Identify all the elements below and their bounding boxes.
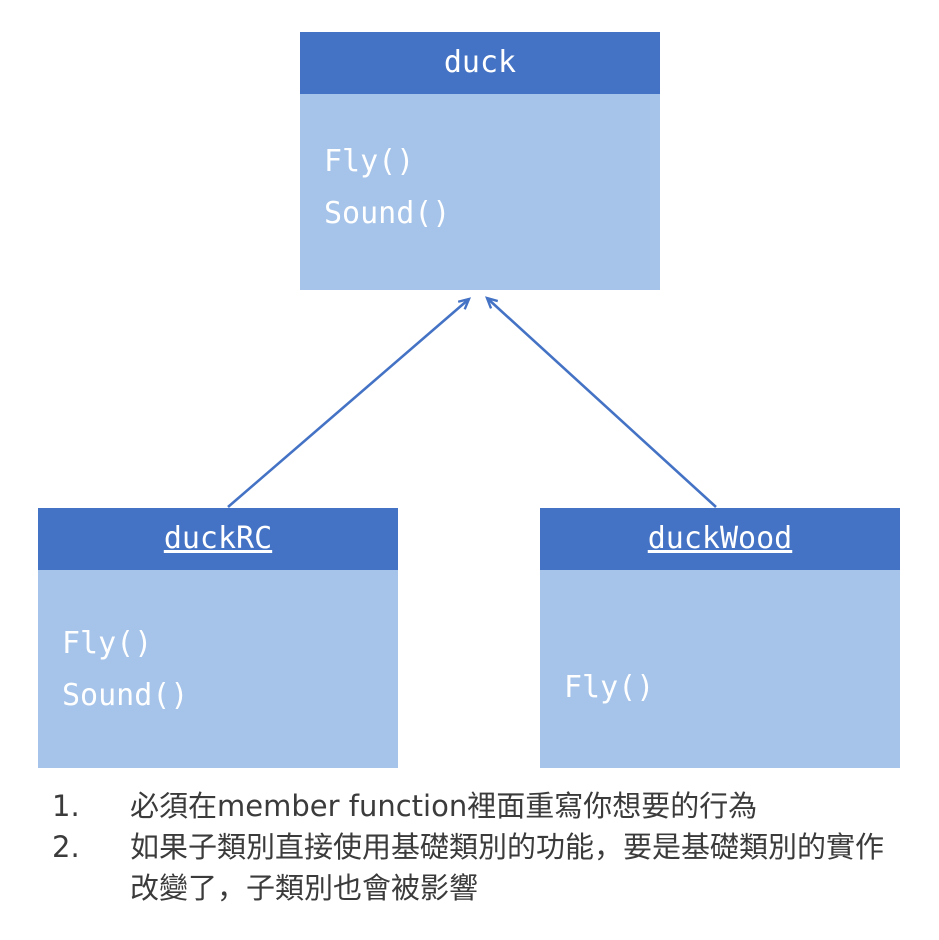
class-body-duck: Fly() Sound() (300, 94, 660, 290)
class-header-duckrc: duckRC (38, 508, 398, 570)
notes-list: 1. 必須在member function裡面重寫你想要的行為 2. 如果子類別… (52, 786, 892, 909)
note-number: 1. (52, 789, 80, 823)
class-box-duckrc: duckRC Fly() Sound() (38, 508, 398, 768)
class-name-duck: duck (443, 45, 517, 80)
class-body-duckwood: Fly() (540, 570, 900, 768)
class-name-duckwood: duckWood (647, 521, 793, 556)
inheritance-arrow-duckrc (227, 299, 469, 508)
class-box-duckwood: duckWood Fly() (540, 508, 900, 768)
note-number: 2. (52, 830, 80, 864)
class-header-duck: duck (300, 32, 660, 94)
class-member: Sound() (62, 678, 189, 713)
class-member: Fly() (62, 626, 153, 661)
class-header-duckwood: duckWood (540, 508, 900, 570)
class-box-duck: duck Fly() Sound() (300, 32, 660, 290)
class-member: Sound() (324, 196, 451, 231)
note-text: 必須在member function裡面重寫你想要的行為 (130, 789, 758, 823)
class-name-duckrc: duckRC (163, 521, 273, 556)
class-body-duckrc: Fly() Sound() (38, 570, 398, 768)
class-member: Fly() (564, 670, 655, 705)
note-item-2: 2. 如果子類別直接使用基礎類別的功能，要是基礎類別的實作改變了，子類別也會被影… (52, 827, 892, 909)
inheritance-arrow-duckwood (487, 298, 717, 508)
note-text: 如果子類別直接使用基礎類別的功能，要是基礎類別的實作改變了，子類別也會被影響 (130, 830, 885, 905)
note-item-1: 1. 必須在member function裡面重寫你想要的行為 (52, 786, 892, 827)
class-member: Fly() (324, 144, 415, 179)
